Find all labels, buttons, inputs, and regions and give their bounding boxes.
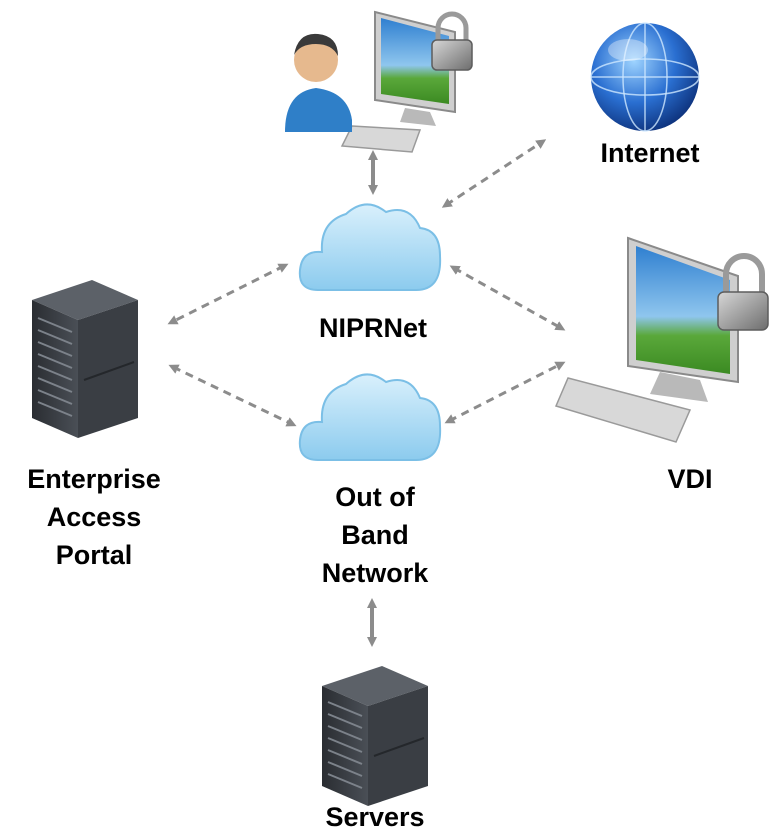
enterprise-portal-server-icon bbox=[32, 280, 138, 438]
globe-icon bbox=[590, 22, 700, 132]
enterprise-portal-label-line-3: Portal bbox=[55, 540, 133, 570]
vdi-computer-icon bbox=[554, 236, 769, 443]
niprnet-cloud-icon bbox=[298, 203, 442, 291]
user-workstation-icon bbox=[285, 10, 473, 153]
internet-label: Internet bbox=[600, 138, 700, 168]
vdi-label: VDI bbox=[667, 464, 713, 494]
connector-niprnet-internet bbox=[441, 139, 547, 208]
out-of-band-cloud-icon bbox=[298, 373, 442, 461]
niprnet-label: NIPRNet bbox=[318, 313, 427, 343]
servers-label: Servers bbox=[325, 802, 425, 832]
connector-niprnet-vdi bbox=[449, 265, 566, 331]
enterprise-portal-label-line-2: Access bbox=[46, 502, 142, 532]
out-of-band-label: Out of Band Network bbox=[295, 478, 455, 592]
connections bbox=[167, 139, 566, 647]
connector-oob-vdi bbox=[444, 361, 566, 424]
enterprise-portal-label-line-1: Enterprise bbox=[27, 464, 161, 494]
out-of-band-label-line-2: Band bbox=[341, 520, 409, 550]
out-of-band-label-line-1: Out of bbox=[335, 482, 415, 512]
enterprise-portal-label: Enterprise Access Portal bbox=[0, 460, 188, 574]
out-of-band-label-line-3: Network bbox=[321, 558, 429, 588]
connector-oob-portal bbox=[168, 364, 297, 427]
servers-icon bbox=[322, 666, 428, 806]
connector-niprnet-portal bbox=[167, 263, 289, 325]
